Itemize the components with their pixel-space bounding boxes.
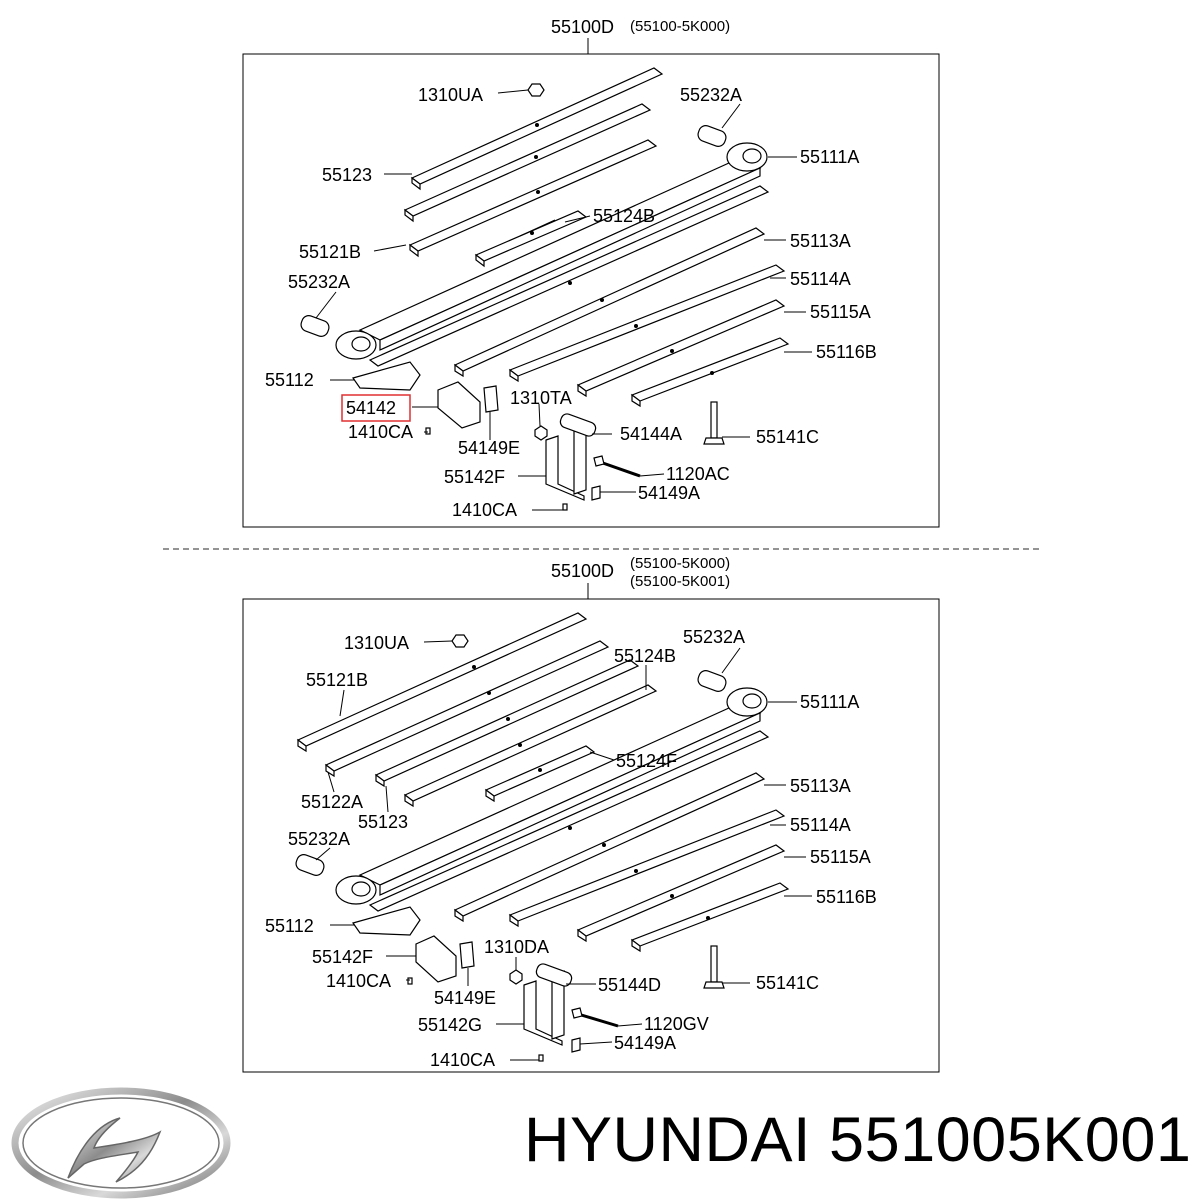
bottom-label: 1410CA — [326, 971, 391, 991]
top-header-part: 55100D — [551, 17, 614, 37]
top-label: 55115A — [810, 302, 871, 322]
bottom-label: 54149A — [614, 1033, 676, 1053]
bottom-leaders — [315, 640, 812, 1061]
bottom-label: 55232A — [683, 627, 745, 647]
top-label: 55123 — [322, 165, 372, 185]
bottom-label: 1310UA — [344, 633, 409, 653]
top-label: 1120AC — [666, 464, 730, 484]
top-label: 54144A — [620, 424, 682, 444]
diagram-bottom: 55100D (55100-5K000) (55100-5K001) — [242, 555, 940, 1073]
top-hardware — [425, 381, 725, 511]
bottom-label: 55123 — [358, 812, 408, 832]
bottom-label: 55142G — [418, 1015, 482, 1035]
top-frame — [242, 53, 940, 528]
bottom-label: 55114A — [790, 815, 851, 835]
hyundai-logo-icon — [11, 1087, 231, 1199]
top-label: 55141C — [756, 427, 819, 447]
top-label: 55142F — [444, 467, 505, 487]
top-label: 54149A — [638, 483, 700, 503]
top-leaves — [352, 67, 790, 408]
top-label: 55112 — [265, 370, 314, 390]
top-label: 55113A — [790, 231, 851, 251]
bottom-label: 55113A — [790, 776, 851, 796]
top-label-highlighted: 54142 — [346, 398, 396, 418]
bottom-label: 1410CA — [430, 1050, 495, 1070]
bottom-label: 1310DA — [484, 937, 549, 957]
bottom-label: 55122A — [301, 792, 363, 812]
top-label: 54149E — [458, 438, 520, 458]
top-leaders — [315, 89, 812, 511]
top-label: 55116B — [816, 342, 877, 362]
bottom-label: 55116B — [816, 887, 877, 907]
bottom-leaves — [296, 612, 790, 953]
top-label: 55114A — [790, 269, 851, 289]
top-label: 1310TA — [510, 388, 572, 408]
bottom-label: 55112 — [265, 916, 314, 936]
top-label: 55232A — [288, 272, 350, 292]
bottom-header-variant: (55100-5K000) — [630, 555, 730, 572]
bottom-label: 55124F — [616, 751, 677, 771]
top-label: 1410CA — [348, 422, 413, 442]
top-label: 1310UA — [418, 85, 483, 105]
bottom-header-variant: (55100-5K001) — [630, 573, 730, 590]
bottom-label: 55232A — [288, 829, 350, 849]
bottom-frame — [242, 598, 940, 1073]
top-label: 1410CA — [452, 500, 517, 520]
top-label: 55124B — [593, 206, 655, 226]
bottom-label: 55111A — [800, 692, 859, 712]
bottom-label: 55115A — [810, 847, 871, 867]
bottom-label: 55124B — [614, 646, 676, 666]
brand-caption: HYUNDAI 551005K001 — [524, 1105, 1192, 1175]
bottom-label: 55121B — [306, 670, 368, 690]
bottom-label: 54149E — [434, 988, 496, 1008]
top-header-variant: (55100-5K000) — [630, 18, 730, 35]
top-label: 55111A — [800, 147, 859, 167]
highlight-box — [341, 394, 411, 422]
bottom-label: 55141C — [756, 973, 819, 993]
diagram-top: 55100D (55100-5K000) — [242, 17, 940, 528]
bottom-label: 55142F — [312, 947, 373, 967]
bottom-hardware — [407, 935, 725, 1062]
bottom-label: 1120GV — [644, 1014, 709, 1034]
bottom-header-part: 55100D — [551, 561, 614, 581]
top-label: 55232A — [680, 85, 742, 105]
bottom-label: 55144D — [598, 975, 661, 995]
top-label: 55121B — [299, 242, 361, 262]
